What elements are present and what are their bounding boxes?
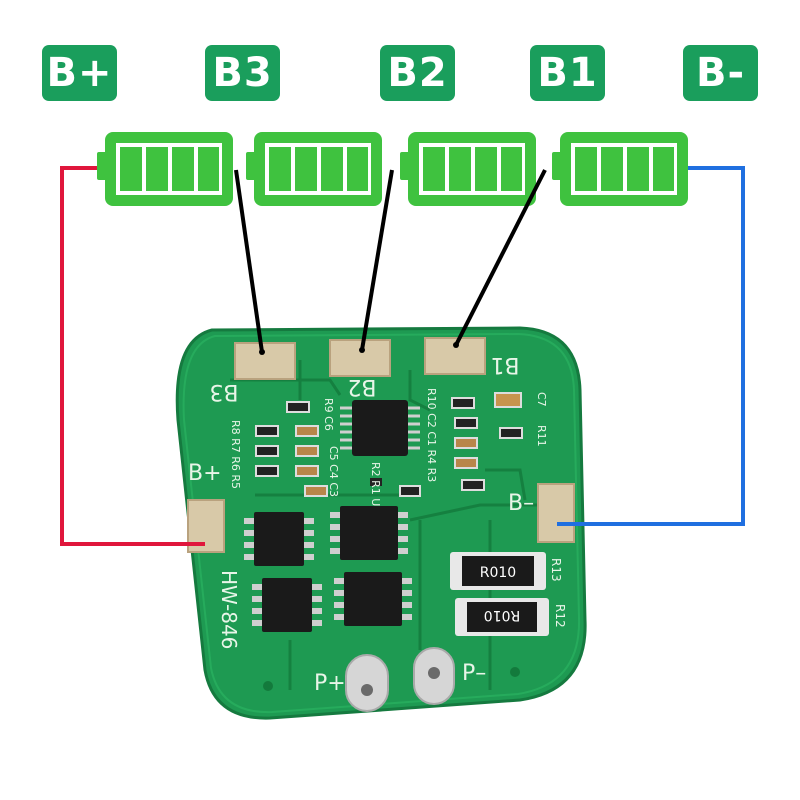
pcb-board: B3 B2 B1 B+ B– [175,326,587,720]
wire-b2 [360,169,394,351]
silk-top-refs: R9 C6 [322,398,335,431]
silk-r12: R12 [553,604,567,628]
label-b-plus: B+ [42,45,117,101]
pad-b3 [234,342,296,380]
wire-b-minus [557,166,745,526]
pad-b-minus [537,483,575,543]
silk-r11: R11 [535,425,548,447]
wire-b2-end [359,347,365,353]
shunt-resistor-r12: R010 [455,598,549,636]
silk-b1: B1 [490,352,519,377]
silk-p-minus: P– [462,661,486,686]
shunt-resistor-r13: R010 [450,552,546,590]
label-b3: B3 [205,45,280,101]
wire-b3 [234,169,264,353]
silk-b3: B3 [209,379,238,404]
pad-p-minus [413,647,455,705]
resistor-marking-2: R010 [484,607,520,623]
silk-left-refs: R8 R7 R6 R5 [229,420,242,489]
wire-b1 [454,169,547,346]
silk-p-plus: P+ [314,671,346,696]
battery-cell-4 [552,132,688,206]
silk-b-plus: B+ [188,461,222,486]
wire-b3-end [259,349,265,355]
silk-r13: R13 [549,558,563,582]
battery-cell-3 [400,132,536,206]
mosfets [244,506,412,632]
pad-b-plus [187,499,225,553]
battery-cell-1 [97,132,233,206]
wire-b-plus [60,166,205,546]
pad-p-plus [345,654,389,712]
smd-components [255,392,523,497]
silk-mid-refs: C5 C4 C3 [327,446,340,497]
model-marking: HW-846 [217,570,241,649]
silk-b-minus: B– [508,491,534,516]
silk-right-refs: R10 C2 C1 R4 R3 [425,388,438,482]
resistor-marking-1: R010 [480,565,516,581]
silk-b2: B2 [347,374,376,399]
pad-b2 [329,339,391,377]
battery-cell-2 [246,132,382,206]
label-b2: B2 [380,45,455,101]
label-b-minus: B- [683,45,758,101]
silk-u1-refs: R2 R1 U1 [369,462,382,513]
control-ic [340,400,420,456]
wire-b1-end [453,342,459,348]
silk-c7: C7 [535,392,548,407]
label-b1: B1 [530,45,605,101]
